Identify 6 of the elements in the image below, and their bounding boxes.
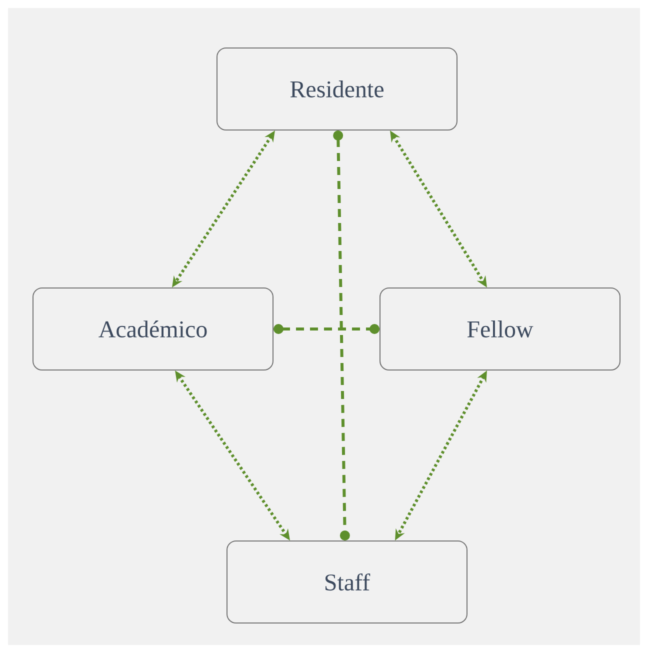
role-box: Académico — [32, 288, 274, 370]
role-box: Residente — [216, 48, 458, 130]
role-box: Fellow — [380, 288, 620, 370]
connector-line — [274, 324, 380, 334]
role-box: Staff — [226, 540, 468, 624]
connector-line — [333, 130, 350, 540]
